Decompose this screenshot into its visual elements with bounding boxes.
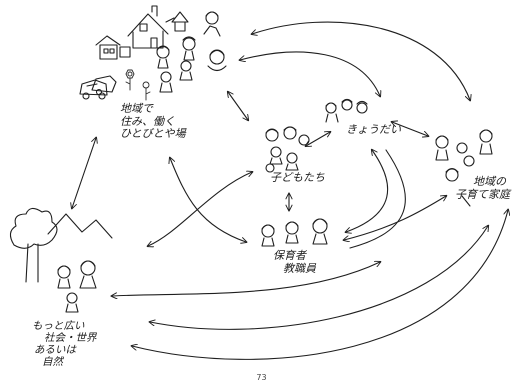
people-icon xyxy=(156,11,227,93)
house-icon xyxy=(127,5,175,49)
families-label-line1: 地域の xyxy=(473,175,506,188)
world-label-line2: 社会・世界 xyxy=(44,332,97,345)
community-label: 地域で 住み、働く ひとびとや場 xyxy=(120,102,186,141)
families-label-line2: 子育て家庭 xyxy=(455,187,510,201)
community-illustration xyxy=(79,5,227,101)
siblings-illustration xyxy=(325,98,368,123)
caregivers-label-line1: 保育者 xyxy=(273,249,306,262)
community-label-line3: ひとびとや場 xyxy=(120,127,186,141)
caregivers-illustration xyxy=(261,218,328,247)
siblings-label: きょうだい xyxy=(346,123,401,136)
building-icon xyxy=(95,35,131,60)
nature-illustration xyxy=(9,207,113,313)
flower-icon xyxy=(125,69,151,101)
community-label-line2: 住み、働く xyxy=(120,114,175,128)
families-label: 地域の 子育て家庭 xyxy=(455,175,510,201)
world-label-line3: あるいは xyxy=(34,344,76,357)
caregivers-label-line2: 教職員 xyxy=(283,261,316,275)
car-icon xyxy=(91,75,117,96)
world-label: もっと広い 社会・世界 あるいは 自然 xyxy=(32,320,97,368)
caregivers-label: 保育者 教職員 xyxy=(273,249,316,275)
families-illustration xyxy=(435,129,493,182)
community-label-line1: 地域で xyxy=(120,102,153,115)
children-label: 子どもたち xyxy=(270,171,325,184)
world-label-line4: 自然 xyxy=(42,356,63,369)
connection-arrows xyxy=(72,21,508,360)
page-number: 73 xyxy=(256,373,267,382)
world-label-line1: もっと広い xyxy=(32,320,85,332)
house-icon xyxy=(171,11,189,32)
children-illustration xyxy=(265,126,310,173)
car-icon xyxy=(79,79,108,100)
